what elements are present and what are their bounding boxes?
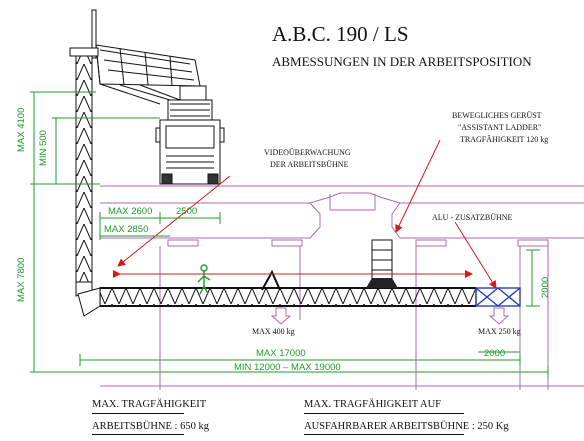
footer-left-line2: ARBEITSBÜHNE : 650 kg bbox=[92, 421, 209, 432]
dim-min-500: MIN 500 bbox=[38, 130, 49, 166]
dim-2500: 2500 bbox=[176, 206, 197, 217]
dim-max-4100: MAX 4100 bbox=[16, 108, 27, 152]
footer-right-line2: AUSFAHRBARER ARBEITSBÜHNE : 250 Kg bbox=[304, 421, 509, 432]
label-alu: ALU - ZUSATZBÜHNE bbox=[432, 213, 513, 222]
upper-boom bbox=[91, 9, 207, 105]
dim-2000-vertical: 2000 bbox=[540, 277, 551, 298]
footer-left-line1: MAX. TRAGFÄHIGKEIT bbox=[92, 399, 207, 410]
dim-max-7800: MAX 7800 bbox=[16, 258, 27, 302]
drawing-title: A.B.C. 190 / LS bbox=[272, 22, 409, 46]
dim-max-17000: MAX 17000 bbox=[256, 348, 306, 359]
work-platform bbox=[77, 239, 477, 317]
label-gerust-2: "ASSISTANT LADDER" bbox=[458, 123, 541, 132]
load-arrows bbox=[270, 307, 510, 325]
label-max-400: MAX 400 kg bbox=[252, 327, 295, 336]
footer-right-underline bbox=[304, 413, 464, 414]
footer-left-underline bbox=[92, 413, 184, 414]
footer-right-line1: MAX. TRAGFÄHIGKEIT AUF bbox=[304, 399, 441, 410]
dim-max-2850: MAX 2850 bbox=[104, 224, 148, 235]
label-video-2: DER ARBEITSBÜHNE bbox=[270, 160, 349, 169]
truck bbox=[155, 99, 225, 185]
label-gerust-3: TRAGFÄHIGKEIT 120 kg bbox=[460, 135, 548, 144]
dim-min-12000-max-19000: MIN 12000 – MAX 19000 bbox=[234, 362, 341, 373]
label-max-250: MAX 250 kg bbox=[478, 327, 521, 336]
alu-extension bbox=[475, 287, 521, 307]
label-gerust-1: BEWEGLICHES GERÜST bbox=[452, 111, 542, 120]
dim-max-2600: MAX 2600 bbox=[108, 206, 152, 217]
vertical-mast bbox=[69, 47, 99, 297]
dimension-lines bbox=[30, 91, 549, 378]
footer-right-underline-2 bbox=[304, 434, 464, 435]
drawing-subtitle: ABMESSUNGEN IN DER ARBEITSPOSITION bbox=[272, 54, 532, 69]
label-video-1: VIDEOÜBERWACHUNG bbox=[264, 148, 351, 157]
footer-left-underline-2 bbox=[92, 434, 184, 435]
callout-arrows bbox=[113, 139, 497, 289]
dim-2000-horizontal: 2000 bbox=[484, 348, 505, 359]
